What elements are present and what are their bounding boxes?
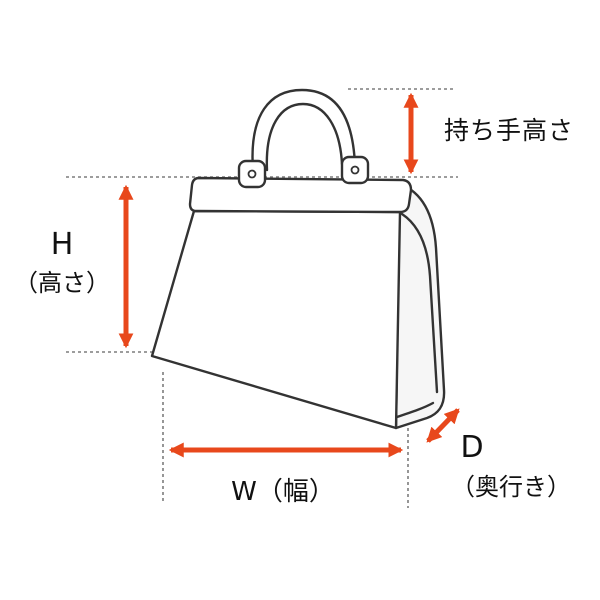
bag-rivet-right	[350, 165, 360, 175]
bag-flap	[188, 176, 413, 214]
bag-handle-outer	[251, 88, 357, 172]
bag-front-panel	[150, 209, 402, 430]
bag-gusset-fold-line	[400, 212, 439, 394]
bag-illustration	[150, 88, 446, 430]
guide-lines	[66, 88, 458, 508]
label-width: W（幅）	[231, 477, 335, 507]
label-handle-height: 持ち手高さ	[444, 116, 575, 145]
bag-handle-inner	[265, 102, 344, 172]
dimension-arrows	[118, 92, 460, 458]
label-height-letter: H	[50, 227, 74, 262]
arrow-depth	[426, 408, 460, 443]
bag-rivet-left	[247, 169, 257, 179]
bag-base-seam	[395, 401, 435, 419]
label-height-sub: （高さ）	[14, 269, 110, 297]
label-depth-sub: （奥行き）	[451, 473, 571, 501]
label-depth-letter: D	[460, 430, 484, 465]
